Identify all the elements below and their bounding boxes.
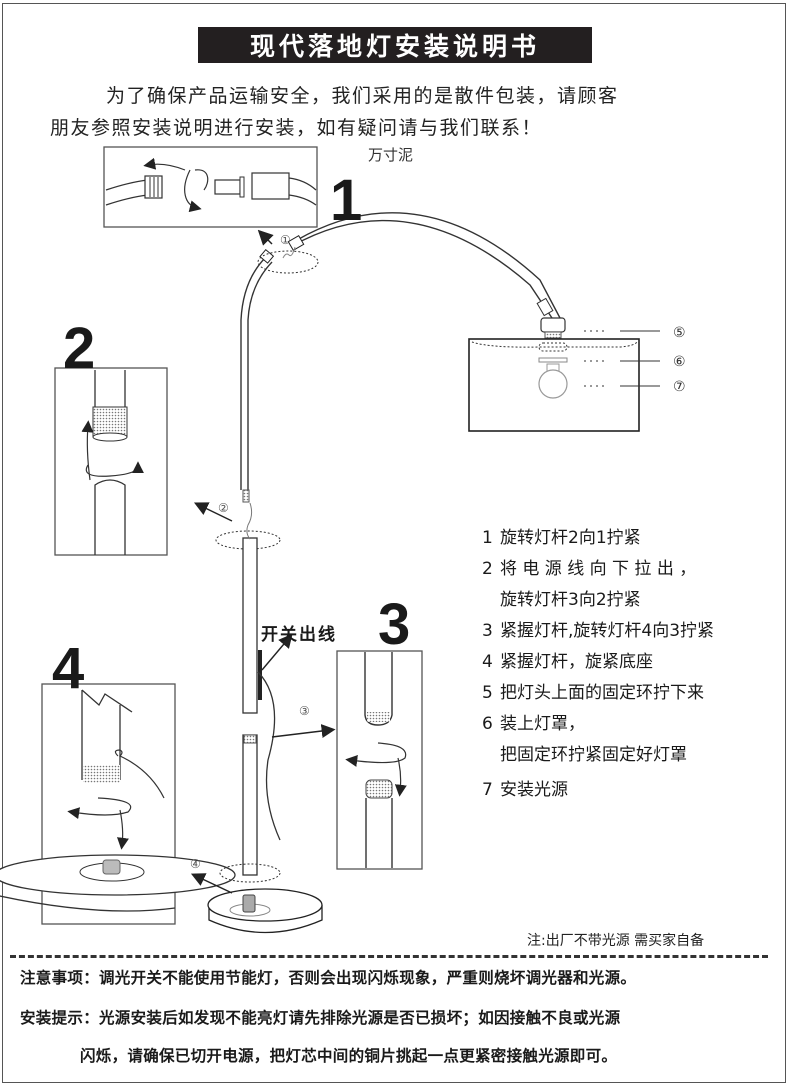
- step-number-4: 4: [52, 636, 85, 701]
- marker-5: ⑤: [673, 325, 686, 341]
- instruction-1: 1 旋转灯杆2向1拧紧: [482, 528, 641, 548]
- middle-rod: ② ③: [193, 501, 336, 876]
- instruction-4: 4 紧握灯杆，旋紧底座: [482, 652, 653, 672]
- detail-box-3: [336, 650, 423, 870]
- marker-2: ②: [218, 501, 229, 515]
- instruction-3: 3 紧握灯杆,旋转灯杆4向3拧紧: [482, 621, 715, 641]
- lamp-base: ④: [190, 857, 323, 934]
- intro-line-2: 朋友参照安装说明进行安装，如有疑问请与我们联系！: [50, 117, 543, 139]
- switch-wire-label: 开关出线: [261, 625, 337, 645]
- marker-6: ⑥: [673, 354, 686, 370]
- assembly-diagram: ① ⑤ ⑥ ⑦ ②: [0, 146, 686, 934]
- marker-7: ⑦: [673, 379, 686, 395]
- marker-3: ③: [299, 704, 310, 718]
- installation-tip-line-2: 闪烁，请确保已切开电源，把灯芯中间的铜片挑起一点更紧密接触光源即可。: [80, 1047, 618, 1065]
- instruction-6: 6 装上灯罩，: [482, 714, 585, 734]
- bulb-not-included-note: 注:出厂不带光源 需买家自备: [527, 933, 705, 949]
- detail-box-2: [54, 367, 168, 556]
- instruction-7: 7 安装光源: [482, 780, 568, 800]
- step-number-3: 3: [378, 592, 411, 657]
- watermark-text: 万寸泥: [368, 146, 414, 164]
- step-number-1: 1: [330, 168, 363, 233]
- detail-box-1: [103, 146, 318, 228]
- marker-1: ①: [280, 233, 291, 247]
- marker-4: ④: [190, 857, 201, 871]
- step-number-2: 2: [63, 316, 96, 381]
- caution-notice: 注意事项：调光开关不能使用节能灯，否则会出现闪烁现象，严重则烧坏调光器和光源。: [20, 969, 637, 987]
- intro-line-1: 为了确保产品运输安全，我们采用的是散件包装，请顾客: [106, 85, 619, 107]
- lamp-shade: ⑤ ⑥ ⑦: [468, 317, 686, 432]
- instruction-6-cont: 把固定环拧紧固定好灯罩: [500, 745, 687, 765]
- instruction-2-cont: 旋转灯杆3向2拧紧: [500, 590, 641, 610]
- instruction-2: 2 将 电 源 线 向 下 拉 出 ，: [482, 559, 697, 579]
- instruction-5: 5 把灯头上面的固定环拧下来: [482, 683, 704, 703]
- page-frame: [2, 3, 786, 1083]
- detail-box-4: [0, 683, 236, 925]
- instruction-list: 1 旋转灯杆2向1拧紧 2 将 电 源 线 向 下 拉 出 ， 旋转灯杆3向2拧…: [482, 523, 714, 806]
- lamp-arc: ①: [240, 212, 561, 503]
- installation-tip-line-1: 安装提示：光源安装后如发现不能亮灯请先排除光源是否已损坏；如因接触不良或光源: [20, 1009, 621, 1027]
- document-title: 现代落地灯安装说明书: [198, 27, 592, 63]
- dashed-divider: [10, 955, 768, 958]
- intro-paragraph: 为了确保产品运输安全，我们采用的是散件包装，请顾客 朋友参照安装说明进行安装，如…: [50, 80, 770, 144]
